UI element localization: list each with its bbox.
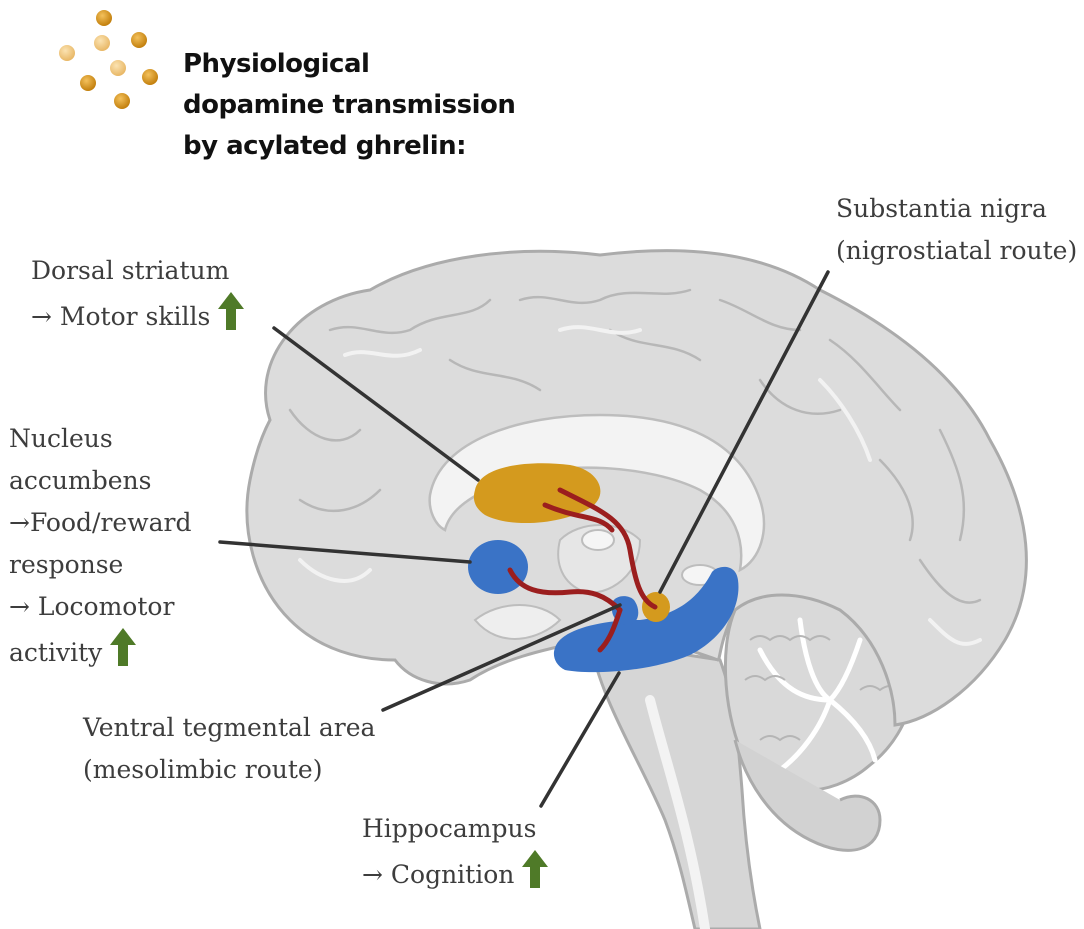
green-up-arrow-icon: [218, 292, 245, 330]
dopamine-molecule-icon: [59, 10, 158, 109]
label-line: Nucleus: [9, 424, 113, 453]
label-ventral-tegmental-area: Ventral tegmental area (mesolimbic route…: [83, 707, 375, 791]
label-line: Dorsal striatum: [31, 256, 230, 285]
label-line: Hippocampus: [362, 814, 537, 843]
label-line: →Food/reward: [9, 508, 192, 537]
label-nucleus-accumbens: Nucleus accumbens →Food/reward response …: [9, 418, 191, 674]
dorsal-striatum-region: [473, 463, 601, 524]
diagram-title: Physiological dopamine transmission by a…: [183, 44, 563, 167]
leader-lines: [218, 270, 830, 808]
label-line: → Locomotor: [9, 592, 175, 621]
label-line: Substantia nigra: [836, 194, 1047, 223]
dopamine-pathways: [507, 487, 658, 653]
label-line: activity: [9, 638, 103, 667]
label-dorsal-striatum: Dorsal striatum → Motor skills: [31, 250, 245, 338]
nucleus-accumbens-region: [468, 540, 528, 594]
label-substantia-nigra: Substantia nigra (nigrostiatal route): [836, 188, 1077, 272]
hippocampus-region: [553, 566, 739, 673]
cerebrum: [245, 249, 1028, 727]
corpus-callosum: [428, 413, 766, 640]
label-hippocampus: Hippocampus → Cognition: [362, 808, 549, 896]
green-up-arrow-icon: [522, 850, 549, 888]
label-line: Ventral tegmental area: [83, 713, 376, 742]
label-line: → Motor skills: [31, 302, 211, 331]
title-line: by acylated ghrelin:: [183, 131, 467, 161]
title-line: Physiological: [183, 49, 370, 79]
green-up-arrow-icon: [110, 628, 137, 666]
label-line: response: [9, 550, 124, 579]
label-line: accumbens: [9, 466, 152, 495]
title-line: dopamine transmission: [183, 90, 516, 120]
label-line: (mesolimbic route): [83, 755, 323, 784]
label-line: → Cognition: [362, 860, 515, 889]
label-line: (nigrostiatal route): [836, 236, 1078, 265]
